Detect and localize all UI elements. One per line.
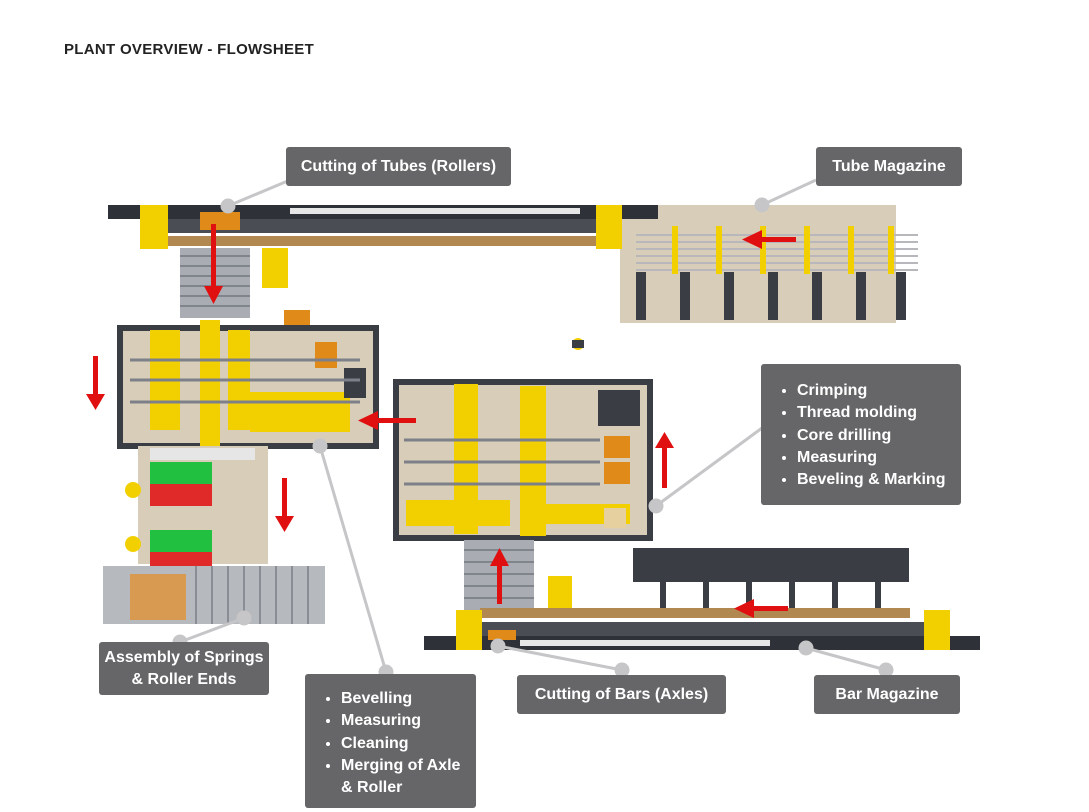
list-item: Cleaning xyxy=(341,733,476,755)
leader-cutting-bars xyxy=(490,638,630,678)
flow-arrow-left xyxy=(742,230,796,249)
label-cutting-bars: Cutting of Bars (Axles) xyxy=(517,675,726,714)
bar-magazine-area xyxy=(633,548,909,612)
flow-arrow-up xyxy=(490,548,509,604)
flow-arrow-left xyxy=(734,599,788,618)
tube-conveyor xyxy=(180,248,310,332)
label-tube-magazine-text: Tube Magazine xyxy=(832,157,946,175)
label-bevelling-station: Bevelling Measuring Cleaning Merging of … xyxy=(305,674,476,808)
bevelling-station xyxy=(117,320,379,450)
flow-arrow-up xyxy=(655,432,674,488)
flow-arrow-down xyxy=(86,356,105,410)
flow-arrow-left xyxy=(358,411,416,430)
list-item: Core drilling xyxy=(797,425,961,447)
page-title: PLANT OVERVIEW - FLOWSHEET xyxy=(64,41,315,58)
bevelling-list: Bevelling Measuring Cleaning Merging of … xyxy=(305,688,476,799)
list-item: Thread molding xyxy=(797,402,961,424)
bar-conveyor xyxy=(464,540,572,612)
leader-tube-magazine xyxy=(754,178,817,213)
assembly-area xyxy=(125,446,268,570)
list-item: Measuring xyxy=(341,710,476,732)
crimping-station xyxy=(393,379,653,541)
list-item: Merging of Axle xyxy=(341,755,476,777)
leader-crimping xyxy=(648,426,763,514)
leader-cutting-tubes xyxy=(220,178,291,214)
label-tube-magazine: Tube Magazine xyxy=(816,147,962,186)
label-cutting-bars-text: Cutting of Bars (Axles) xyxy=(534,685,709,703)
leader-bevelling xyxy=(312,438,394,680)
tube-magazine-area xyxy=(620,205,918,323)
label-assembly: Assembly of Springs & Roller Ends xyxy=(99,642,269,695)
tube-cutting-rail xyxy=(108,205,658,249)
label-crimping-station: Crimping Thread molding Core drilling Me… xyxy=(761,364,961,505)
list-item: & Roller xyxy=(341,779,403,797)
label-cutting-tubes-text: Cutting of Tubes (Rollers) xyxy=(300,157,497,175)
list-item: Bevelling xyxy=(341,688,476,710)
label-bar-magazine: Bar Magazine xyxy=(814,675,960,714)
list-item: Measuring xyxy=(797,447,961,469)
worker xyxy=(572,338,584,350)
label-cutting-tubes: Cutting of Tubes (Rollers) xyxy=(286,147,511,186)
flow-arrow-down xyxy=(204,224,223,304)
label-assembly-line2: & Roller Ends xyxy=(131,670,237,688)
label-bar-magazine-text: Bar Magazine xyxy=(835,685,939,703)
label-assembly-line1: Assembly of Springs xyxy=(104,648,264,666)
list-item: Crimping xyxy=(797,380,961,402)
bar-cutting-rail xyxy=(424,608,980,650)
crimping-list: Crimping Thread molding Core drilling Me… xyxy=(761,380,961,491)
flow-arrow-down xyxy=(275,478,294,532)
list-item: Beveling & Marking xyxy=(797,469,961,491)
roller-end-conveyor xyxy=(103,566,325,624)
